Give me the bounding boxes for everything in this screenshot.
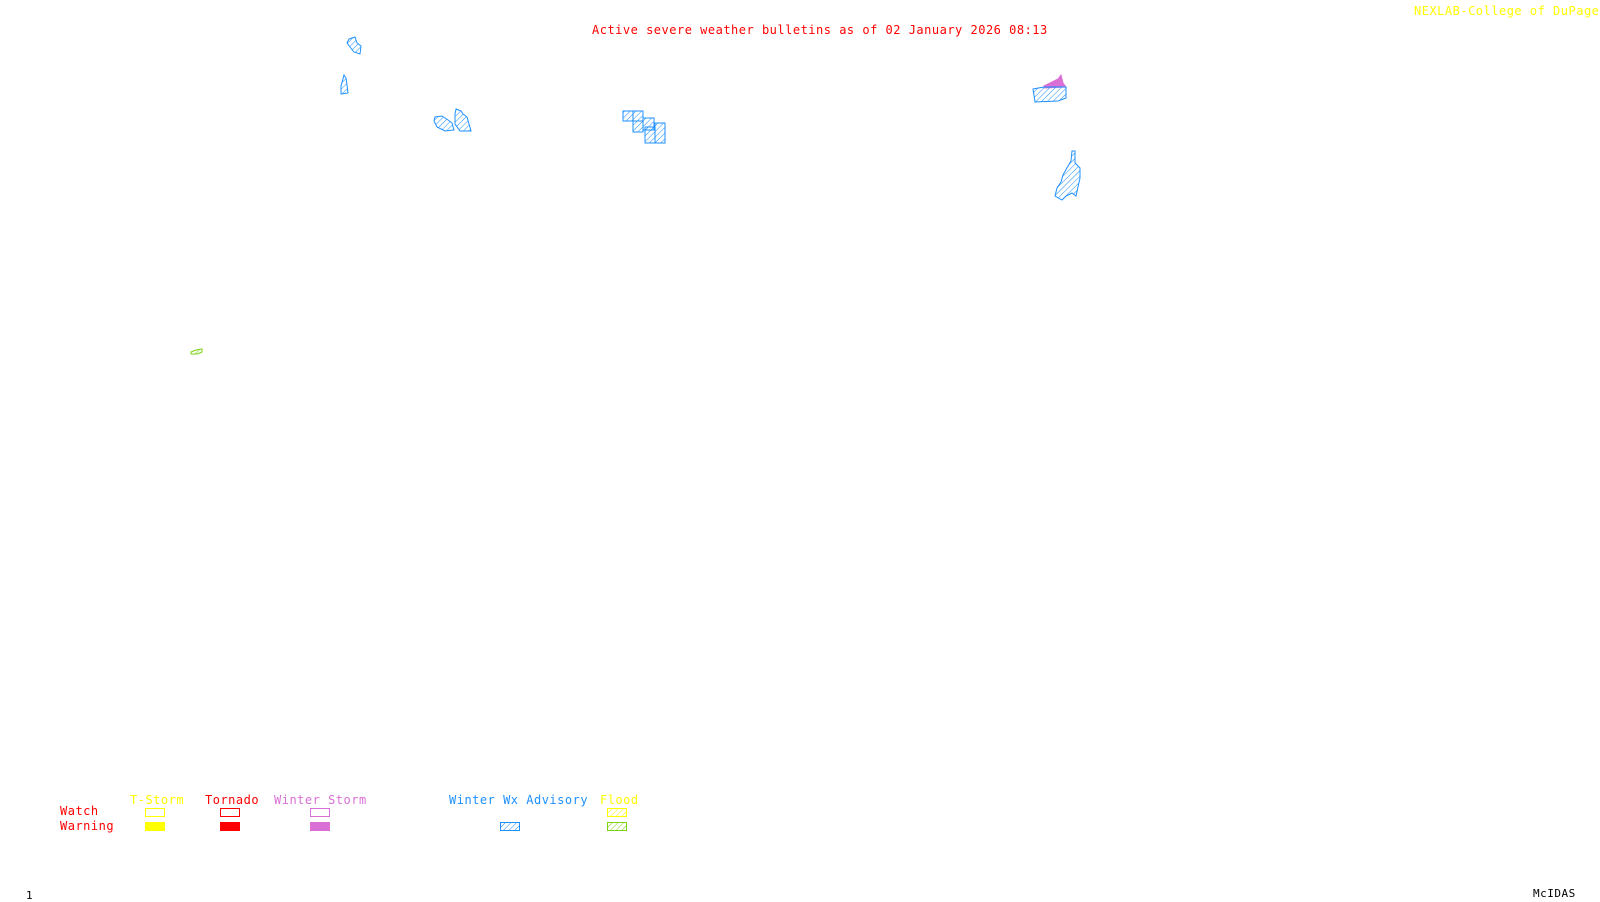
legend-winter-wx-advisory-swatch — [500, 822, 520, 831]
legend-flood-label: Flood — [600, 793, 639, 807]
advisory-area-north-central-2 — [622, 110, 666, 144]
legend-flood-warning-swatch — [607, 822, 627, 831]
advisory-area-northeast-1 — [1032, 86, 1067, 103]
legend-winter-storm-label: Winter Storm — [274, 793, 367, 807]
advisory-area-northwest-1 — [346, 36, 362, 55]
legend-tornado-warning-swatch — [220, 822, 240, 831]
legend-winter-wx-advisory-label: Winter Wx Advisory — [449, 793, 589, 807]
software-label: McIDAS — [1533, 887, 1576, 900]
frame-number: 1 — [26, 889, 34, 902]
legend-flood-watch-swatch — [607, 808, 627, 817]
legend-winter-storm-watch-swatch — [310, 808, 330, 817]
winter-storm-warning-area-northeast-1 — [1043, 73, 1067, 89]
legend-tstorm-warning-swatch — [145, 822, 165, 831]
legend-tstorm-label: T-Storm — [130, 793, 185, 807]
advisory-area-northeast-2 — [1054, 150, 1081, 201]
credit-text: NEXLAB-College of DuPage — [1414, 4, 1600, 18]
legend-row-watch-label: Watch — [60, 804, 99, 818]
legend-tornado-watch-swatch — [220, 808, 240, 817]
advisory-area-north-central-1 — [433, 108, 472, 132]
legend-row-warning-label: Warning — [60, 819, 115, 833]
flood-warning-area-west — [190, 348, 203, 355]
map-title: Active severe weather bulletins as of 02… — [592, 23, 1048, 37]
advisory-area-northwest-2 — [340, 73, 349, 95]
legend-tornado-label: Tornado — [205, 793, 260, 807]
legend-tstorm-watch-swatch — [145, 808, 165, 817]
legend-winter-storm-warning-swatch — [310, 822, 330, 831]
credit-label: NEXLAB-College of DuPage ⇲ — [1414, 5, 1600, 17]
